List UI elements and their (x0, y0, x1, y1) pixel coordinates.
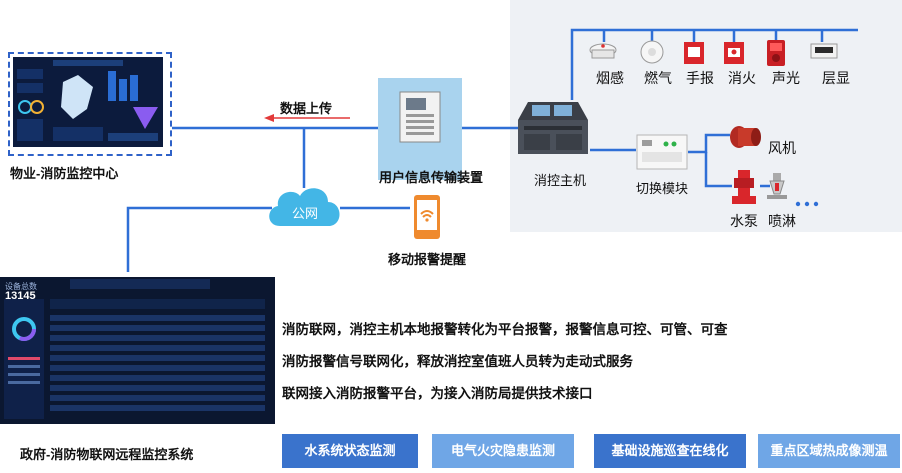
mobile-alarm-label: 移动报警提醒 (388, 252, 467, 267)
public-network-label: 公网 (292, 206, 319, 221)
feature-line-1: 消防联网，消控主机本地报警转化为平台报警，报警信息可控、可管、可查 (282, 322, 728, 337)
gov-dashboard-screenshot (0, 277, 275, 424)
fan-label: 风机 (768, 140, 796, 156)
pump-label: 水泵 (730, 213, 758, 229)
fan-icon (730, 126, 761, 148)
tag-electrical-fire: 电气火灾隐患监测 (432, 434, 574, 468)
gas-label: 燃气 (644, 70, 672, 86)
property-dashboard-screenshot (13, 57, 163, 147)
switch-module-label: 切换模块 (636, 181, 689, 196)
feature-line-3: 联网接入消防报警平台，为接入消防局提供技术接口 (282, 386, 593, 401)
hydrant-label: 消火 (728, 70, 756, 86)
cloud-icon (269, 188, 340, 226)
user-device-box (378, 78, 462, 180)
host-icon (518, 102, 588, 154)
line-top-bus (570, 28, 858, 100)
hydrant-button-icon (724, 42, 744, 64)
data-upload-label: 数据上传 (280, 101, 333, 116)
tag-water-system: 水系统状态监测 (282, 434, 418, 468)
sprinkler-label: 喷淋 (768, 213, 796, 229)
manual-alarm-label: 手报 (686, 70, 714, 86)
device-total-label: 设备总数 (5, 282, 37, 291)
smoke-label: 烟感 (596, 70, 624, 86)
host-label: 消控主机 (534, 173, 587, 188)
gov-system-label: 政府-消防物联网远程监控系统 (20, 447, 194, 462)
line-cloud-to-gov (126, 206, 272, 272)
pump-icon (732, 170, 756, 204)
sound-light-alarm-icon (767, 40, 785, 66)
floor-display-label: 层显 (822, 70, 850, 86)
user-device-label: 用户信息传输装置 (379, 170, 484, 185)
device-total-value: 13145 (5, 290, 36, 302)
tag-thermal-imaging: 重点区域热成像测温 (758, 434, 900, 468)
feature-line-2: 消防报警信号联网化，释放消控室值班人员转为走动式服务 (282, 354, 633, 369)
gas-detector-icon (640, 40, 664, 64)
tag-facility-inspection: 基础设施巡查在线化 (594, 434, 746, 468)
sprinkler-icon (767, 173, 787, 199)
smoke-detector-icon (589, 43, 617, 59)
property-center-label: 物业-消防监控中心 (10, 166, 119, 181)
manual-alarm-icon (684, 42, 704, 64)
phone-icon (414, 195, 440, 239)
floor-display-icon (810, 43, 838, 59)
sound-light-label: 声光 (772, 70, 800, 86)
switch-module-icon (636, 134, 688, 170)
upload-arrow-head (264, 114, 274, 122)
